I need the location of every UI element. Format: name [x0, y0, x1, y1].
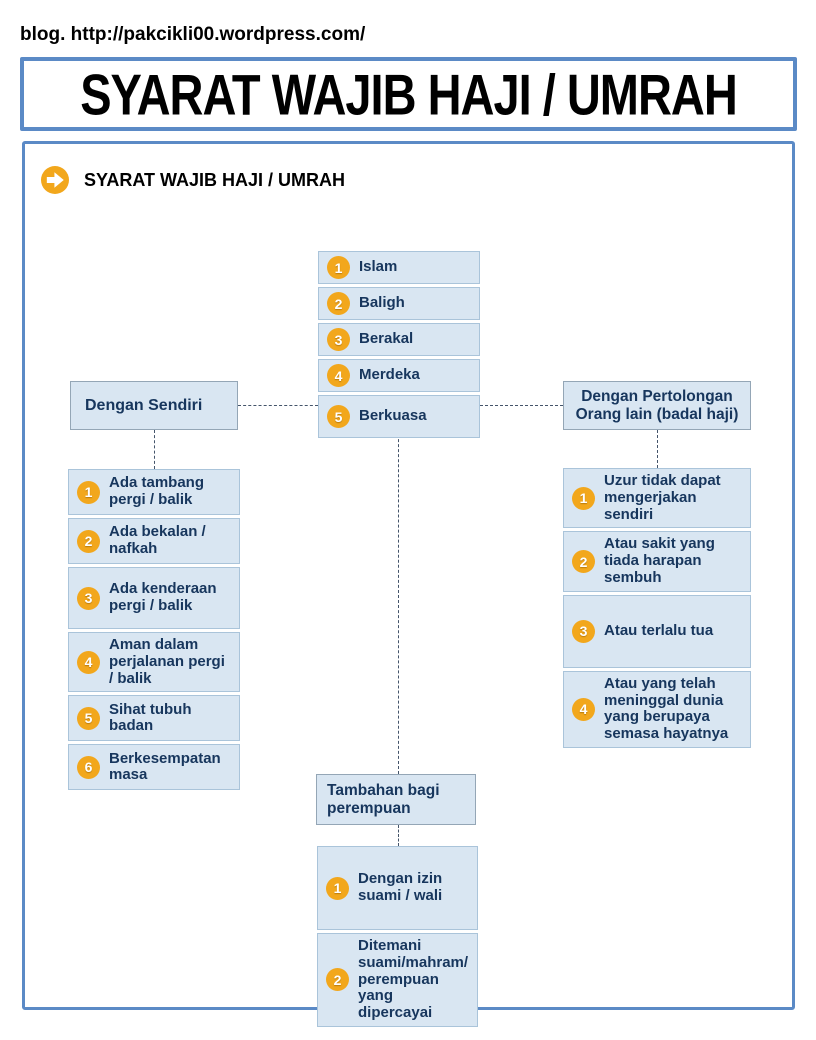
item-number-badge: 4	[572, 697, 595, 721]
connector-center-vertical	[398, 424, 399, 774]
item-number-badge: 6	[77, 755, 100, 779]
item-label: Berkuasa	[359, 407, 427, 425]
connector-left-vertical	[154, 430, 155, 469]
item-number-badge: 3	[77, 586, 100, 610]
left-branch-header: Dengan Sendiri	[70, 381, 238, 430]
list-item: 1 Dengan izin suami / wali	[317, 846, 478, 930]
item-label: Atau terlalu tua	[604, 621, 714, 639]
list-item: 2 Ditemani suami/mahram/ perempuan yang …	[317, 933, 478, 1027]
item-number-badge: 1	[77, 480, 100, 504]
bottom-branch-list: 1 Dengan izin suami / wali 2 Ditemani su…	[317, 846, 478, 1027]
list-item: 3 Berakal	[318, 323, 480, 356]
list-item: 3 Ada kenderaan pergi / balik	[68, 567, 240, 629]
list-item: 5 Berkuasa	[318, 395, 480, 438]
section-heading: SYARAT WAJIB HAJI / UMRAH	[41, 166, 345, 194]
core-conditions-list: 1 Islam 2 Baligh 3 Berakal 4 Merdeka	[318, 251, 480, 438]
page-title: SYARAT WAJIB HAJI / UMRAH	[80, 61, 738, 127]
item-number-badge: 1	[326, 876, 349, 900]
item-label: Sihat tubuh badan	[109, 700, 192, 735]
right-arrow-icon	[41, 166, 69, 194]
bottom-branch-header: Tambahan bagi perempuan	[316, 774, 476, 825]
item-label: Ada tambang pergi / balik	[109, 474, 205, 508]
item-label: Islam	[359, 258, 398, 276]
list-item: 1 Ada tambang pergi / balik	[68, 469, 240, 515]
left-branch-list: 1 Ada tambang pergi / balik 2 Ada bekala…	[68, 469, 240, 791]
item-label: Ditemani suami/mahram/ perempuan yang di…	[358, 937, 469, 1022]
connector-bottom-vertical	[398, 825, 399, 846]
diagram-panel: SYARAT WAJIB HAJI / UMRAH 1 Islam 2 Bali…	[22, 141, 795, 1027]
connector-right-horizontal	[480, 405, 563, 406]
item-number-badge: 4	[327, 364, 350, 387]
item-label: Dengan izin suami / wali	[358, 870, 443, 904]
item-label: Uzur tidak dapat mengerjakan sendiri	[604, 472, 721, 523]
item-number-badge: 1	[327, 256, 350, 279]
list-item: 2 Atau sakit yang tiada harapan sembuh	[563, 531, 751, 592]
item-label: Ada kenderaan pergi / balik	[109, 580, 217, 614]
item-number-badge: 1	[572, 486, 595, 510]
list-item: 4 Merdeka	[318, 359, 480, 392]
item-label: Atau yang telah meninggal dunia yang ber…	[604, 674, 729, 743]
list-item: 2 Ada bekalan / nafkah	[68, 518, 240, 564]
item-label: Aman dalam perjalanan pergi / balik	[109, 636, 225, 687]
list-item: 6 Berkesempatan masa	[68, 744, 240, 791]
connector-right-vertical	[657, 430, 658, 468]
connector-left-horizontal	[238, 405, 318, 406]
list-item: 2 Baligh	[318, 287, 480, 320]
item-number-badge: 2	[327, 292, 350, 315]
title-banner: SYARAT WAJIB HAJI / UMRAH	[20, 57, 797, 131]
item-label: Ada bekalan / nafkah	[109, 523, 206, 557]
item-label: Berkesempatan masa	[109, 749, 221, 784]
list-item: 1 Uzur tidak dapat mengerjakan sendiri	[563, 468, 751, 529]
item-number-badge: 3	[327, 328, 350, 351]
item-number-badge: 2	[77, 529, 100, 553]
item-number-badge: 3	[572, 619, 595, 643]
right-branch-list: 1 Uzur tidak dapat mengerjakan sendiri 2…	[563, 468, 751, 748]
list-item: 4 Aman dalam perjalanan pergi / balik	[68, 632, 240, 693]
right-branch-header: Dengan Pertolongan Orang lain (badal haj…	[563, 381, 751, 430]
item-label: Baligh	[359, 294, 405, 312]
item-label: Berakal	[359, 330, 414, 348]
item-number-badge: 5	[327, 405, 350, 428]
item-label: Atau sakit yang tiada harapan sembuh	[604, 535, 715, 586]
list-item: 4 Atau yang telah meninggal dunia yang b…	[563, 670, 751, 748]
item-number-badge: 5	[77, 706, 100, 730]
item-number-badge: 2	[572, 550, 595, 574]
blog-url-text: blog. http://pakcikli00.wordpress.com/	[20, 24, 366, 45]
item-label: Merdeka	[359, 366, 420, 384]
list-item: 3 Atau terlalu tua	[563, 594, 751, 668]
item-number-badge: 4	[77, 650, 100, 674]
list-item: 1 Islam	[318, 251, 480, 284]
section-heading-text: SYARAT WAJIB HAJI / UMRAH	[84, 169, 346, 190]
list-item: 5 Sihat tubuh badan	[68, 695, 240, 742]
item-number-badge: 2	[326, 968, 349, 992]
